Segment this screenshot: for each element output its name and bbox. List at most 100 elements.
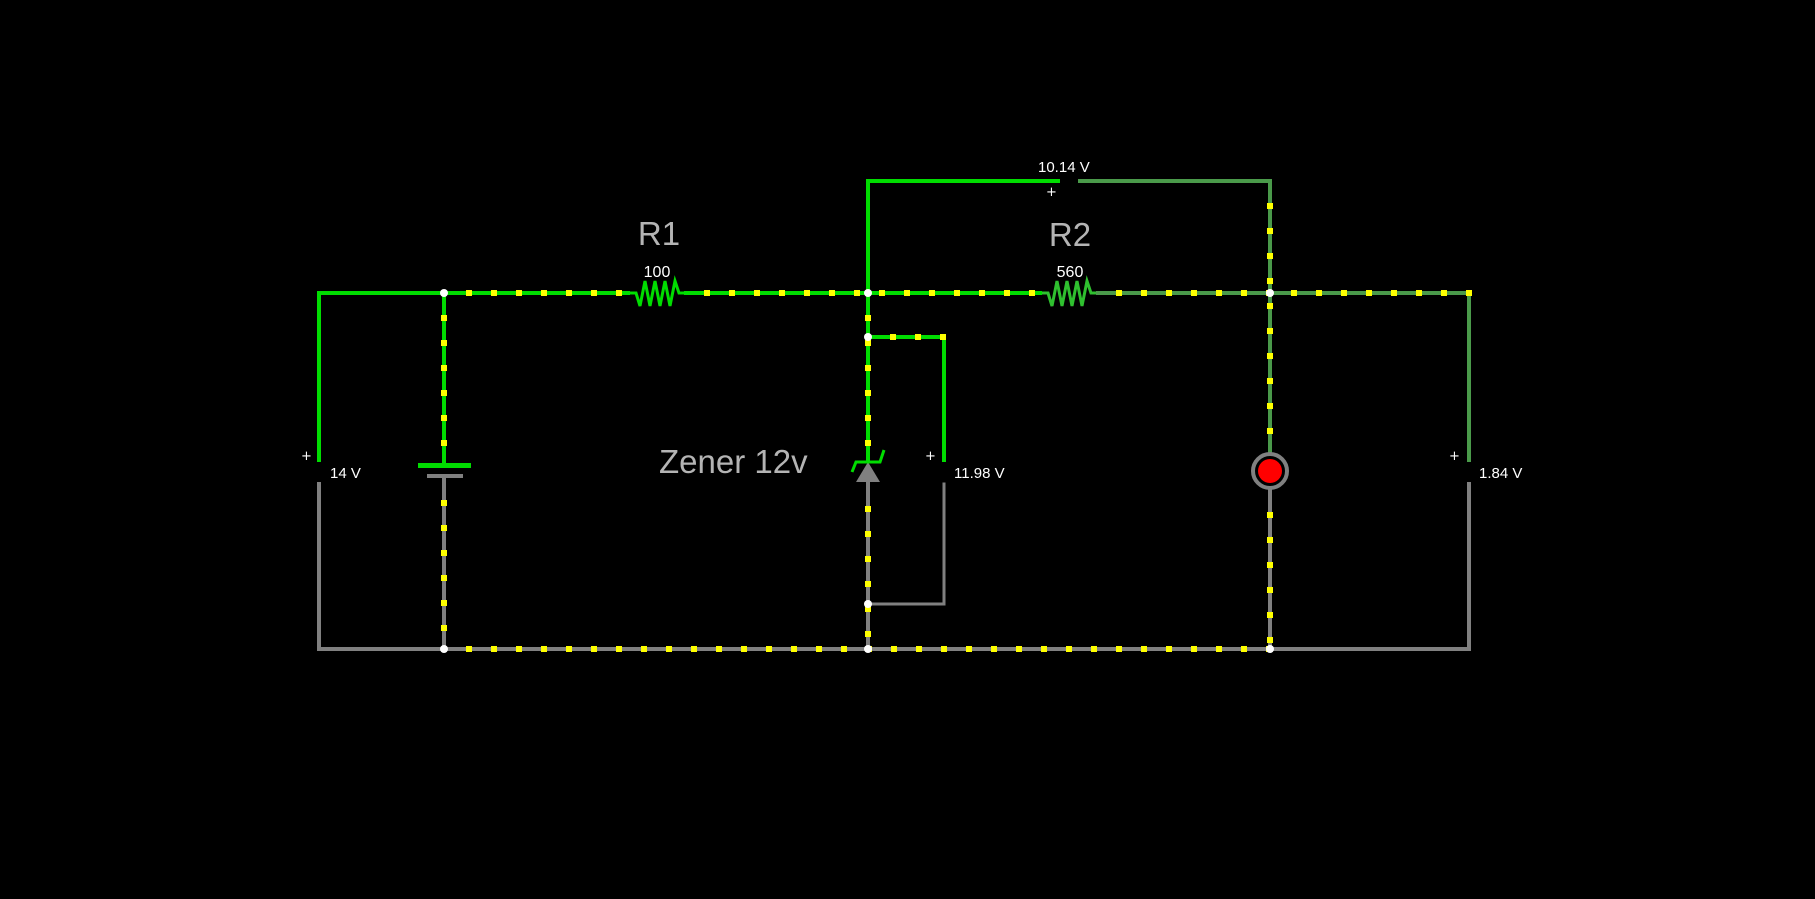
battery-negative-plate (427, 474, 463, 478)
current-dot (441, 625, 447, 631)
current-dot (1141, 290, 1147, 296)
wire-zener-meter-bottom[interactable] (866, 482, 946, 606)
node-battery-top[interactable] (440, 289, 448, 297)
current-dot (1141, 646, 1147, 652)
wire-r2-meter-right[interactable] (1078, 179, 1272, 295)
node-zener-bottom[interactable] (864, 645, 872, 653)
current-dot (441, 340, 447, 346)
current-dot (516, 646, 522, 652)
voltmeter-zener-reading: 11.98 V (954, 465, 1005, 482)
current-dot (1267, 428, 1273, 434)
voltmeter-led-plus: + (1449, 449, 1460, 464)
current-dot (865, 506, 871, 512)
current-dot (1041, 646, 1047, 652)
current-dot (1316, 290, 1322, 296)
current-dot (1267, 637, 1273, 643)
current-dot (916, 646, 922, 652)
resistor-r1[interactable]: R1 100 (630, 215, 684, 307)
current-dot (1267, 512, 1273, 518)
voltmeter-led[interactable]: + 1.84 V (1449, 449, 1522, 482)
current-dot (979, 290, 985, 296)
current-dot (591, 290, 597, 296)
current-dot (1029, 290, 1035, 296)
node-battery-bottom[interactable] (440, 645, 448, 653)
current-dot (865, 340, 871, 346)
voltmeter-source-reading: 14 V (330, 465, 361, 482)
current-dot (1241, 290, 1247, 296)
current-dot (729, 290, 735, 296)
current-dot (1004, 290, 1010, 296)
current-dot (616, 290, 622, 296)
current-dot (865, 365, 871, 371)
current-dot (616, 646, 622, 652)
current-dot (541, 290, 547, 296)
current-dot (1216, 290, 1222, 296)
current-dot (704, 290, 710, 296)
node-zener-top[interactable] (864, 289, 872, 297)
current-dot (591, 646, 597, 652)
led[interactable] (1251, 452, 1289, 490)
wire-source-meter-top[interactable] (317, 291, 446, 462)
current-dot (865, 581, 871, 587)
current-dot (816, 646, 822, 652)
battery[interactable] (418, 463, 471, 478)
voltmeter-zener-plus: + (925, 449, 936, 464)
current-dot (1066, 646, 1072, 652)
current-dot (541, 646, 547, 652)
current-dot (1267, 303, 1273, 309)
current-dot (865, 390, 871, 396)
battery-positive-plate (418, 463, 471, 468)
current-dot (941, 646, 947, 652)
voltmeter-zener[interactable]: + 11.98 V (925, 449, 1005, 482)
current-dot (1166, 290, 1172, 296)
current-dot (766, 646, 772, 652)
zener-label: Zener 12v (659, 443, 808, 480)
current-dot (491, 290, 497, 296)
current-dot (466, 290, 472, 296)
current-dot (1267, 612, 1273, 618)
voltmeter-source-plus: + (301, 449, 312, 464)
current-dot (441, 500, 447, 506)
voltmeter-r2[interactable]: 10.14 V + (1038, 159, 1090, 200)
current-dot (1166, 646, 1172, 652)
node-zener-meter-top[interactable] (864, 333, 872, 341)
current-dot (865, 415, 871, 421)
current-dot (441, 315, 447, 321)
current-dot (1016, 646, 1022, 652)
current-dot (991, 646, 997, 652)
current-dot (1216, 646, 1222, 652)
current-dot (491, 646, 497, 652)
current-dot (929, 290, 935, 296)
wire-zener-meter-top[interactable] (866, 335, 946, 462)
zener-diode[interactable]: Zener 12v (659, 443, 886, 482)
current-dots (441, 203, 1472, 652)
current-dot (865, 531, 871, 537)
current-dot (1267, 253, 1273, 259)
current-dot (779, 290, 785, 296)
current-dot (441, 390, 447, 396)
node-zener-meter-bottom[interactable] (864, 600, 872, 608)
current-dot (865, 315, 871, 321)
current-dot (666, 646, 672, 652)
resistor-r2[interactable]: R2 560 (1042, 216, 1096, 307)
current-dot (466, 646, 472, 652)
resistor-r1-value: 100 (644, 264, 671, 281)
current-dot (804, 290, 810, 296)
node-led-top[interactable] (1266, 289, 1274, 297)
current-dot (904, 290, 910, 296)
voltmeter-source[interactable]: + 14 V (301, 449, 361, 482)
current-dot (915, 334, 921, 340)
node-led-bottom[interactable] (1266, 645, 1274, 653)
resistor-r1-label: R1 (638, 215, 680, 252)
wire-source-meter-bottom[interactable] (317, 482, 1471, 651)
nodes (440, 289, 1274, 653)
resistor-r1-zigzag (630, 275, 684, 307)
current-dot (1116, 646, 1122, 652)
current-dot (691, 646, 697, 652)
wire-top-r2-right[interactable] (1092, 291, 1471, 462)
current-dot (1267, 228, 1273, 234)
current-dot (441, 440, 447, 446)
current-dot (441, 365, 447, 371)
current-dot (1267, 537, 1273, 543)
